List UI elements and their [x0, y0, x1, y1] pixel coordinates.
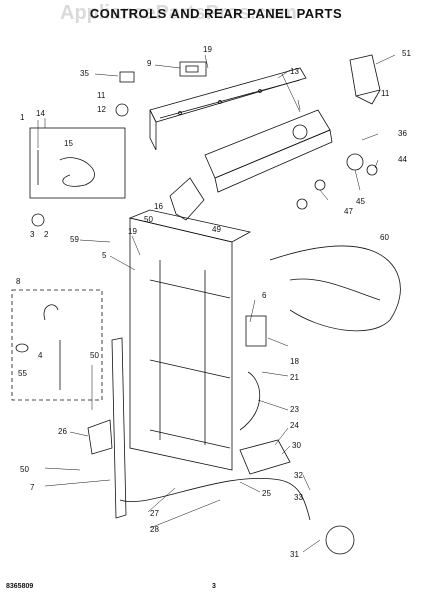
- drain-hose-part-28: [119, 478, 311, 521]
- label-part-23: 23: [290, 405, 299, 414]
- label-part-19-top: 19: [203, 45, 212, 54]
- label-part-2: 2: [44, 230, 49, 239]
- label-part-44: 44: [398, 155, 407, 164]
- label-part-12: 12: [97, 105, 106, 114]
- label-part-24: 24: [290, 421, 299, 430]
- label-part-26: 26: [58, 427, 67, 436]
- knob-part-45: [346, 153, 364, 171]
- page-title: CONTROLS AND REAR PANEL PARTS: [89, 6, 343, 21]
- label-part-13: 13: [290, 67, 299, 76]
- label-part-9: 9: [147, 59, 152, 68]
- console-rail: [149, 67, 307, 151]
- label-part-3: 3: [30, 230, 35, 239]
- label-part-30: 30: [292, 441, 301, 450]
- bracket-part-26: [87, 419, 113, 455]
- label-part-35: 35: [80, 69, 89, 78]
- clamp-part-55: [15, 343, 29, 353]
- label-part-49: 49: [212, 225, 221, 234]
- label-part-15: 15: [64, 139, 73, 148]
- label-part-19-mid: 19: [128, 227, 137, 236]
- label-part-55: 55: [18, 369, 27, 378]
- control-panel: [204, 109, 333, 193]
- label-part-60: 60: [380, 233, 389, 242]
- drain-hose-part-8: [43, 304, 59, 321]
- label-part-8: 8: [16, 277, 21, 286]
- label-part-28: 28: [150, 525, 159, 534]
- label-part-7: 7: [30, 483, 35, 492]
- label-part-27: 27: [150, 509, 159, 518]
- label-part-51: 51: [402, 49, 411, 58]
- page-number: 3: [212, 583, 216, 590]
- label-part-6: 6: [262, 291, 267, 300]
- switch-part-35: [119, 71, 135, 83]
- wiring-harness-part-60: [269, 245, 401, 332]
- hose-part-21: [239, 371, 261, 431]
- bracket-part-51: [349, 54, 381, 105]
- leader-lines: [37, 54, 396, 553]
- label-part-36: 36: [398, 129, 407, 138]
- label-part-25: 25: [262, 489, 271, 498]
- part-number-labels: 35 9 19 13 51 11 12 11 14 1 15 36 44 45 …: [16, 45, 411, 559]
- label-part-50-top: 50: [144, 215, 153, 224]
- watermark-text: AppliancePartsPros.com: [60, 2, 297, 24]
- label-part-1: 1: [20, 113, 25, 122]
- pump-part-24: [239, 439, 291, 475]
- knob-part-44: [366, 164, 378, 176]
- bracket-part-9: [179, 61, 207, 77]
- pump-part-33: [325, 525, 355, 555]
- knob-part-47b: [296, 198, 308, 210]
- harness-box-part-14: [29, 127, 126, 199]
- knob-part-47a: [314, 179, 326, 191]
- valve-part-2: [31, 213, 45, 227]
- label-part-4: 4: [38, 351, 43, 360]
- timer-part-12: [115, 103, 129, 117]
- side-rail-part-7: [111, 337, 127, 519]
- label-part-11-right: 11: [381, 89, 390, 98]
- label-part-50-mid: 50: [90, 351, 99, 360]
- label-part-16: 16: [154, 202, 163, 211]
- label-part-14: 14: [36, 109, 45, 118]
- label-part-21: 21: [290, 373, 299, 382]
- label-part-50-bottom: 50: [20, 465, 29, 474]
- label-part-18: 18: [290, 357, 299, 366]
- label-part-59: 59: [70, 235, 79, 244]
- label-part-33: 33: [294, 493, 303, 502]
- label-part-32: 32: [294, 471, 303, 480]
- label-part-31: 31: [290, 550, 299, 559]
- document-number: 8365809: [6, 583, 34, 590]
- rear-panel: [128, 209, 252, 471]
- label-part-11: 11: [97, 91, 106, 100]
- dashed-box-part-8: [11, 289, 103, 401]
- wiring-harness-branch: [289, 278, 381, 301]
- label-part-47: 47: [344, 207, 353, 216]
- power-cord-part-15: [59, 157, 95, 187]
- label-part-5: 5: [102, 251, 107, 260]
- label-part-45: 45: [356, 197, 365, 206]
- switch-part-18: [245, 315, 267, 347]
- endcap-part-16: [169, 177, 205, 221]
